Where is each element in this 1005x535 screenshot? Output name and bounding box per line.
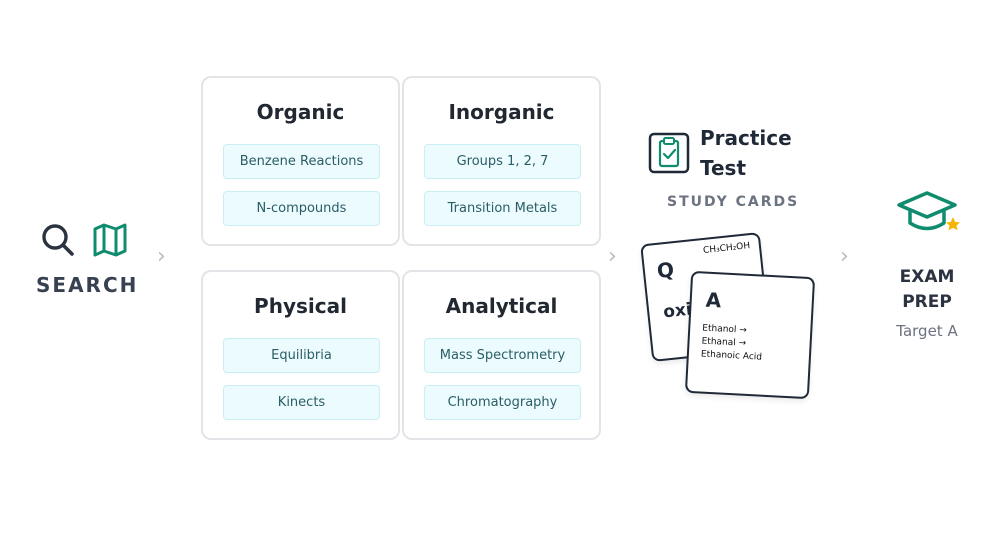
exam-prep-title: EXAM PREP xyxy=(880,265,974,315)
topic-item[interactable]: Transition Metals xyxy=(424,191,581,226)
exam-title-line: EXAM xyxy=(899,267,955,287)
graduation-cap-icon[interactable] xyxy=(895,190,961,238)
chevron-right-icon: › xyxy=(608,244,617,269)
topic-card-physical[interactable]: Physical Equilibria Kinects xyxy=(201,270,400,440)
chevron-right-icon: › xyxy=(840,244,849,269)
topic-title: Inorganic xyxy=(448,100,555,124)
exam-title-line: PREP xyxy=(902,292,952,312)
topic-item[interactable]: Groups 1, 2, 7 xyxy=(424,144,581,179)
star-icon xyxy=(946,217,960,231)
chevron-right-icon: › xyxy=(157,244,166,269)
topic-item[interactable]: Equilibria xyxy=(223,338,380,373)
search-label: SEARCH xyxy=(36,273,139,297)
practice-title-line: Practice xyxy=(700,126,792,150)
topic-title: Physical xyxy=(254,294,347,318)
search-icons xyxy=(40,220,130,260)
exam-target: Target A xyxy=(896,322,958,340)
practice-test-title: Practice Test xyxy=(700,123,810,183)
map-icon[interactable] xyxy=(92,222,128,258)
answer-line: Ethanol → xyxy=(702,323,748,336)
topic-card-inorganic[interactable]: Inorganic Groups 1, 2, 7 Transition Meta… xyxy=(402,76,601,246)
search-icon[interactable] xyxy=(40,222,76,258)
topic-title: Analytical xyxy=(445,294,558,318)
topic-item[interactable]: Kinects xyxy=(223,385,380,420)
topic-item[interactable]: Chromatography xyxy=(424,385,581,420)
topic-item[interactable]: Benzene Reactions xyxy=(223,144,380,179)
topic-item[interactable]: N-compounds xyxy=(223,191,380,226)
question-letter: Q xyxy=(655,257,676,283)
answer-flashcard[interactable]: A Ethanol → Ethanal → Ethanoic Acid xyxy=(684,270,816,400)
answer-line: Ethanoic Acid xyxy=(700,349,763,363)
topic-item[interactable]: Mass Spectrometry xyxy=(424,338,581,373)
answer-letter: A xyxy=(705,287,722,313)
answer-line: Ethanal → xyxy=(701,336,747,349)
clipboard-check-icon[interactable] xyxy=(648,132,690,174)
study-cards-label: STUDY CARDS xyxy=(667,194,800,210)
topic-title: Organic xyxy=(256,100,345,124)
topic-card-analytical[interactable]: Analytical Mass Spectrometry Chromatogra… xyxy=(402,270,601,440)
practice-title-line: Test xyxy=(700,156,747,180)
topic-card-organic[interactable]: Organic Benzene Reactions N-compounds xyxy=(201,76,400,246)
question-formula: CH₃CH₂OH xyxy=(702,241,751,257)
